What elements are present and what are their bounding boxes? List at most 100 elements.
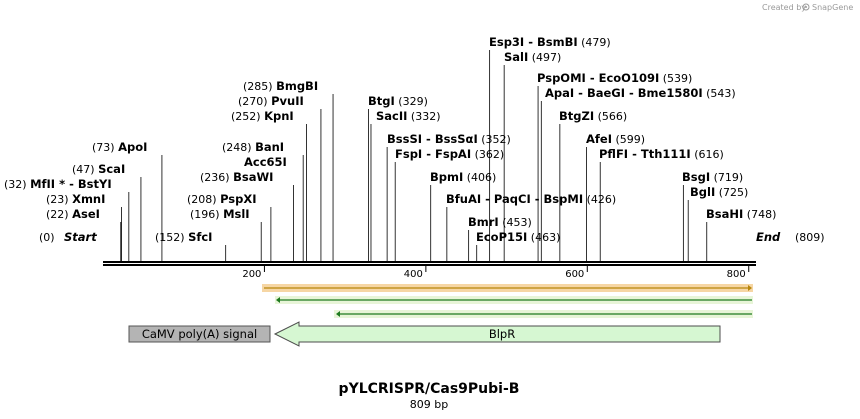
site-position: (362) — [471, 148, 504, 161]
site-label: AfeI (599) — [586, 132, 645, 146]
bottom-strand-line — [103, 264, 756, 266]
site-position: (479) — [578, 36, 611, 49]
enzyme-name: SalI — [504, 50, 528, 64]
site-label: BsgI (719) — [682, 170, 743, 184]
restriction-site[interactable]: EcoP15I (463) — [476, 230, 560, 261]
restriction-site[interactable]: BglI (725) — [687, 185, 748, 261]
enzyme-name: Acc65I — [244, 155, 287, 169]
enzyme-name: ScaI — [98, 162, 125, 176]
enzyme-name: XmnI — [72, 192, 105, 206]
restriction-site[interactable]: PflFI - Tth111I (616) — [599, 147, 724, 261]
map-title: pYLCRISPR/Cas9Pubi-B — [339, 381, 520, 397]
enzyme-name: FspI — [395, 147, 422, 161]
restriction-site[interactable]: BssSI - BssSαI (352) — [386, 132, 511, 261]
start-label: Start — [64, 230, 97, 244]
restriction-site[interactable]: (152) SfcI — [155, 230, 227, 261]
credit-text: Created by — [762, 3, 806, 12]
enzyme-name: BsgI — [682, 170, 710, 184]
site-label: BglI (725) — [690, 185, 748, 199]
enzyme-name: Esp3I — [489, 35, 524, 49]
enzyme-name: PaqCI — [494, 192, 531, 206]
site-position: (196) — [190, 208, 223, 221]
restriction-site[interactable]: SacII (332) — [370, 109, 441, 261]
restriction-site[interactable]: (73) ApoI — [92, 140, 163, 261]
orf-forward-1[interactable] — [262, 284, 753, 292]
feature-blpr[interactable]: BlpR — [273, 321, 721, 347]
site-label: EcoP15I (463) — [476, 230, 560, 244]
site-label: (236) BsaWI — [200, 170, 273, 184]
restriction-site[interactable]: Acc65I(248) BanI — [222, 140, 304, 261]
restriction-site[interactable]: (252) KpnI — [231, 109, 307, 261]
restriction-site[interactable]: (32) MfII * - BstYI — [4, 177, 130, 261]
enzyme-name: BtgZI — [559, 109, 594, 123]
restriction-site[interactable]: (47) ScaI — [72, 162, 142, 261]
site-label: SacII (332) — [376, 109, 441, 123]
restriction-site[interactable]: (270) PvuII — [238, 94, 322, 261]
site-position: (236) — [200, 171, 233, 184]
snapgene-credit: Created by SnapGene — [762, 3, 853, 12]
site-label: (252) KpnI — [231, 109, 294, 123]
site-position: (497) — [528, 51, 561, 64]
enzyme-name: EcoO109I — [599, 71, 660, 85]
restriction-site[interactable]: Esp3I - BsmBI (479) — [489, 35, 611, 261]
site-label: ApaI - BaeGI - Bme1580I (543) — [545, 86, 736, 100]
site-separator: - — [628, 147, 641, 161]
orf-arrowhead-icon — [748, 285, 752, 291]
restriction-site[interactable]: BsaHI (748) — [706, 207, 776, 261]
enzyme-name: Bme1580I — [638, 86, 703, 100]
site-label: (47) ScaI — [72, 162, 125, 176]
site-label: BtgI (329) — [368, 94, 428, 108]
restriction-site[interactable]: AfeI (599) — [586, 132, 645, 261]
site-position: (539) — [659, 72, 692, 85]
start-position: (0) — [39, 231, 55, 244]
site-label: BpmI (406) — [430, 170, 496, 184]
site-label: PflFI - Tth111I (616) — [599, 147, 724, 161]
restriction-site[interactable]: (236) BsaWI — [200, 170, 294, 261]
enzyme-name: BanI — [255, 140, 284, 154]
enzyme-name: BsaWI — [233, 170, 273, 184]
restriction-site[interactable]: (285) BmgBI — [243, 79, 334, 261]
restriction-site[interactable]: BtgI (329) — [368, 94, 428, 261]
site-label: Acc65I — [244, 155, 287, 169]
restriction-site[interactable]: BfuAI - PaqCI - BspMI (426) — [446, 192, 616, 261]
site-label: BsaHI (748) — [706, 207, 776, 221]
site-label: BfuAI - PaqCI - BspMI (426) — [446, 192, 616, 206]
restriction-site[interactable]: (196) MslI — [190, 207, 262, 261]
enzyme-name: KpnI — [264, 109, 294, 123]
restriction-site[interactable]: BpmI (406) — [430, 170, 496, 261]
site-position: (426) — [583, 193, 616, 206]
restriction-site[interactable]: ApaI - BaeGI - Bme1580I (543) — [540, 86, 736, 261]
enzyme-name: BfuAI — [446, 192, 481, 206]
enzyme-name: ApaI — [545, 86, 574, 100]
restriction-site[interactable]: PspOMI - EcoO109I (539) — [537, 71, 692, 261]
enzyme-name: SfcI — [188, 230, 212, 244]
site-label: (208) PspXI — [187, 192, 257, 206]
site-position: (47) — [72, 163, 98, 176]
ruler-tick-label: 400 — [404, 269, 423, 280]
restriction-site[interactable]: BtgZI (566) — [559, 109, 627, 261]
restriction-site[interactable]: FspI - FspAI (362) — [394, 147, 504, 261]
site-position: (252) — [231, 110, 264, 123]
site-position: (270) — [238, 95, 271, 108]
restriction-site[interactable]: (23) XmnI — [46, 192, 122, 261]
site-separator: - — [65, 177, 78, 191]
orf-reverse-1[interactable] — [275, 296, 753, 304]
restriction-sites: (22) AseI(23) XmnI(32) MfII * - BstYI(47… — [4, 35, 776, 261]
restriction-site[interactable]: BmrI (453) — [468, 215, 532, 261]
map-length: 809 bp — [410, 398, 448, 411]
site-label: (285) BmgBI — [243, 79, 318, 93]
feature-camv-polya-signal[interactable]: CaMV poly(A) signal — [128, 325, 271, 343]
restriction-site[interactable]: SalI (497) — [503, 50, 561, 261]
restriction-site[interactable]: BsgI (719) — [682, 170, 743, 261]
restriction-site[interactable]: (208) PspXI — [187, 192, 272, 261]
enzyme-name: AseI — [72, 207, 100, 221]
orf-arrowhead-icon — [276, 297, 280, 303]
site-position: (352) — [478, 133, 511, 146]
site-separator: - — [531, 192, 544, 206]
site-label: BmrI (453) — [468, 215, 532, 229]
orf-reverse-2[interactable] — [334, 310, 753, 318]
ruler-tick-label: 200 — [242, 269, 261, 280]
restriction-site[interactable]: (22) AseI — [46, 207, 122, 261]
site-position: (208) — [187, 193, 220, 206]
